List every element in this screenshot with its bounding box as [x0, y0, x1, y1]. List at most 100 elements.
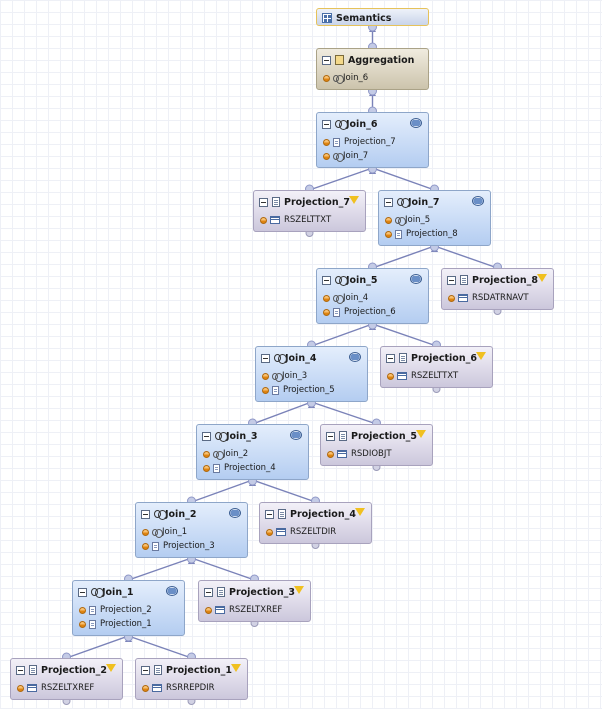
join-type-icon[interactable] — [290, 430, 302, 440]
input-row[interactable]: RSZELTDIR — [260, 525, 371, 539]
collapse-icon[interactable] — [322, 119, 331, 129]
collapse-icon[interactable] — [322, 275, 331, 285]
node-title: Projection_7 — [284, 196, 350, 208]
input-row[interactable]: RSRREPDIR — [136, 681, 247, 695]
join-type-icon[interactable] — [166, 586, 178, 596]
collapse-icon[interactable] — [16, 665, 25, 675]
projection-3-node[interactable]: Projection_3 RSZELTXREF — [198, 580, 311, 622]
node-title: Projection_1 — [166, 664, 232, 676]
join-type-icon[interactable] — [229, 508, 241, 518]
collapse-icon[interactable] — [384, 197, 393, 207]
input-row[interactable]: Projection_1 — [73, 617, 184, 631]
join-type-icon[interactable] — [349, 352, 361, 362]
collapse-icon[interactable] — [265, 509, 274, 519]
filter-icon[interactable] — [537, 274, 547, 282]
collapse-icon[interactable] — [141, 665, 150, 675]
collapse-icon[interactable] — [447, 275, 456, 285]
node-title: Join_7 — [408, 196, 440, 208]
node-title: Join_4 — [285, 352, 317, 364]
node-title: Join_1 — [102, 586, 134, 598]
projection-8-node[interactable]: Projection_8 RSDATRNAVT — [441, 268, 554, 310]
filter-icon[interactable] — [294, 586, 304, 594]
projection-7-node[interactable]: Projection_7 RSZELTTXT — [253, 190, 366, 232]
input-row[interactable]: RSZELTTXT — [254, 213, 365, 227]
join-3-node[interactable]: Join_3 Join_2 Projection_4 — [196, 424, 309, 480]
projection-4-node[interactable]: Projection_4 RSZELTDIR — [259, 502, 372, 544]
projection-5-node[interactable]: Projection_5 RSDIOBJT — [320, 424, 433, 466]
collapse-icon[interactable] — [326, 431, 335, 441]
input-row[interactable]: Projection_3 — [136, 539, 247, 553]
node-title: Join_6 — [346, 118, 378, 130]
join-6-node[interactable]: Join_6 Projection_7 Join_7 — [316, 112, 429, 168]
input-row[interactable]: Projection_6 — [317, 305, 428, 319]
join-icon — [333, 74, 344, 84]
join-type-icon[interactable] — [410, 118, 422, 128]
input-row[interactable]: Projection_5 — [256, 383, 367, 397]
bullet-icon — [142, 684, 149, 692]
projection-2-node[interactable]: Projection_2 RSZELTXREF — [10, 658, 123, 700]
filter-icon[interactable] — [106, 664, 116, 672]
projection-6-node[interactable]: Projection_6 RSZELTTXT — [380, 346, 493, 388]
join-icon — [215, 432, 228, 442]
node-title: Projection_8 — [472, 274, 538, 286]
input-row[interactable]: RSZELTTXT — [381, 369, 492, 383]
input-row[interactable]: Join_4 — [317, 291, 428, 305]
input-row[interactable]: RSZELTXREF — [11, 681, 122, 695]
projection-1-node[interactable]: Projection_1 RSRREPDIR — [135, 658, 248, 700]
join-5-node[interactable]: Join_5 Join_4 Projection_6 — [316, 268, 429, 324]
bullet-icon — [203, 450, 210, 458]
bullet-icon — [323, 138, 330, 146]
collapse-icon[interactable] — [259, 197, 268, 207]
join-icon — [335, 120, 348, 130]
join-1-node[interactable]: Join_1 Projection_2 Projection_1 — [72, 580, 185, 636]
projection-icon — [399, 353, 407, 363]
input-row[interactable]: Projection_4 — [197, 461, 308, 475]
input-row[interactable]: Join_7 — [317, 149, 428, 163]
input-row[interactable]: Join_1 — [136, 525, 247, 539]
bullet-icon — [79, 606, 86, 614]
node-title: Projection_4 — [290, 508, 356, 520]
collapse-icon[interactable] — [322, 55, 331, 65]
join-icon — [397, 198, 410, 208]
node-title: Projection_2 — [41, 664, 107, 676]
input-row[interactable]: Projection_7 — [317, 135, 428, 149]
join-2-node[interactable]: Join_2 Join_1 Projection_3 — [135, 502, 248, 558]
node-title: Projection_3 — [229, 586, 295, 598]
input-row[interactable]: RSDATRNAVT — [442, 291, 553, 305]
input-row[interactable]: Join_5 — [379, 213, 490, 227]
join-type-icon[interactable] — [410, 274, 422, 284]
table-icon — [337, 450, 347, 458]
filter-icon[interactable] — [349, 196, 359, 204]
input-row[interactable]: Join_2 — [197, 447, 308, 461]
filter-icon[interactable] — [416, 430, 426, 438]
join-4-node[interactable]: Join_4 Join_3 Projection_5 — [255, 346, 368, 402]
node-title: Projection_5 — [351, 430, 417, 442]
table-icon — [152, 684, 162, 692]
table-icon — [27, 684, 37, 692]
input-row[interactable]: Join_3 — [256, 369, 367, 383]
semantics-node[interactable]: Semantics — [316, 8, 429, 26]
filter-icon[interactable] — [355, 508, 365, 516]
projection-icon — [333, 307, 340, 317]
bullet-icon — [17, 684, 24, 692]
input-row[interactable]: Projection_2 — [73, 603, 184, 617]
aggregation-node[interactable]: Aggregation Join_6 — [316, 48, 429, 90]
collapse-icon[interactable] — [386, 353, 395, 363]
collapse-icon[interactable] — [261, 353, 270, 363]
input-row[interactable]: RSDIOBJT — [321, 447, 432, 461]
collapse-icon[interactable] — [78, 587, 87, 597]
filter-icon[interactable] — [231, 664, 241, 672]
input-row[interactable]: Join_6 — [317, 71, 428, 85]
input-row[interactable]: Projection_8 — [379, 227, 490, 241]
join-7-node[interactable]: Join_7 Join_5 Projection_8 — [378, 190, 491, 246]
node-title: Join_3 — [226, 430, 258, 442]
join-type-icon[interactable] — [472, 196, 484, 206]
projection-icon — [278, 509, 286, 519]
collapse-icon[interactable] — [204, 587, 213, 597]
input-row[interactable]: RSZELTXREF — [199, 603, 310, 617]
collapse-icon[interactable] — [202, 431, 211, 441]
connector-line — [191, 557, 255, 581]
bullet-icon — [385, 216, 392, 224]
filter-icon[interactable] — [476, 352, 486, 360]
collapse-icon[interactable] — [141, 509, 150, 519]
